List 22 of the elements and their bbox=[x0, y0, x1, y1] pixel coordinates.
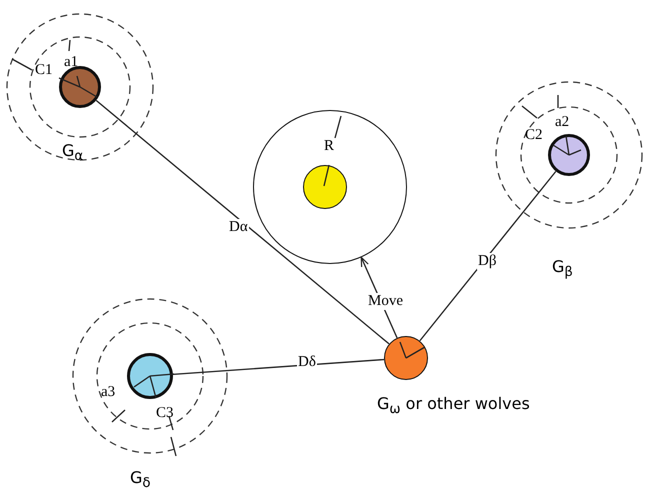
connector-line bbox=[419, 170, 556, 342]
dimension-label: C1 bbox=[35, 63, 53, 78]
dimension-label: C2 bbox=[525, 128, 543, 143]
circle-node bbox=[253, 110, 407, 264]
dimension-label: G$_{δ}$ bbox=[130, 470, 151, 491]
connector-line bbox=[96, 100, 390, 344]
wolf-label: G$_{ω}$ or other wolves bbox=[377, 396, 530, 417]
wolf-label: G$_{α}$ bbox=[62, 143, 84, 164]
dimension-label: a2 bbox=[555, 115, 570, 130]
connector-line bbox=[172, 358, 384, 376]
dimension-label: a1 bbox=[64, 55, 78, 70]
dimension-label: R bbox=[324, 139, 334, 154]
circle-node bbox=[384, 336, 428, 380]
edge-label: Move bbox=[367, 293, 404, 310]
circle-node bbox=[59, 66, 101, 108]
dimension-label: C3 bbox=[156, 406, 174, 421]
circle-node bbox=[127, 353, 173, 399]
circle-node bbox=[303, 165, 347, 209]
dimension-label: a3 bbox=[101, 385, 116, 400]
dimension-label: G$_{β}$ bbox=[552, 259, 573, 280]
edge-label: Dβ bbox=[477, 253, 498, 270]
circle-node bbox=[548, 134, 590, 176]
